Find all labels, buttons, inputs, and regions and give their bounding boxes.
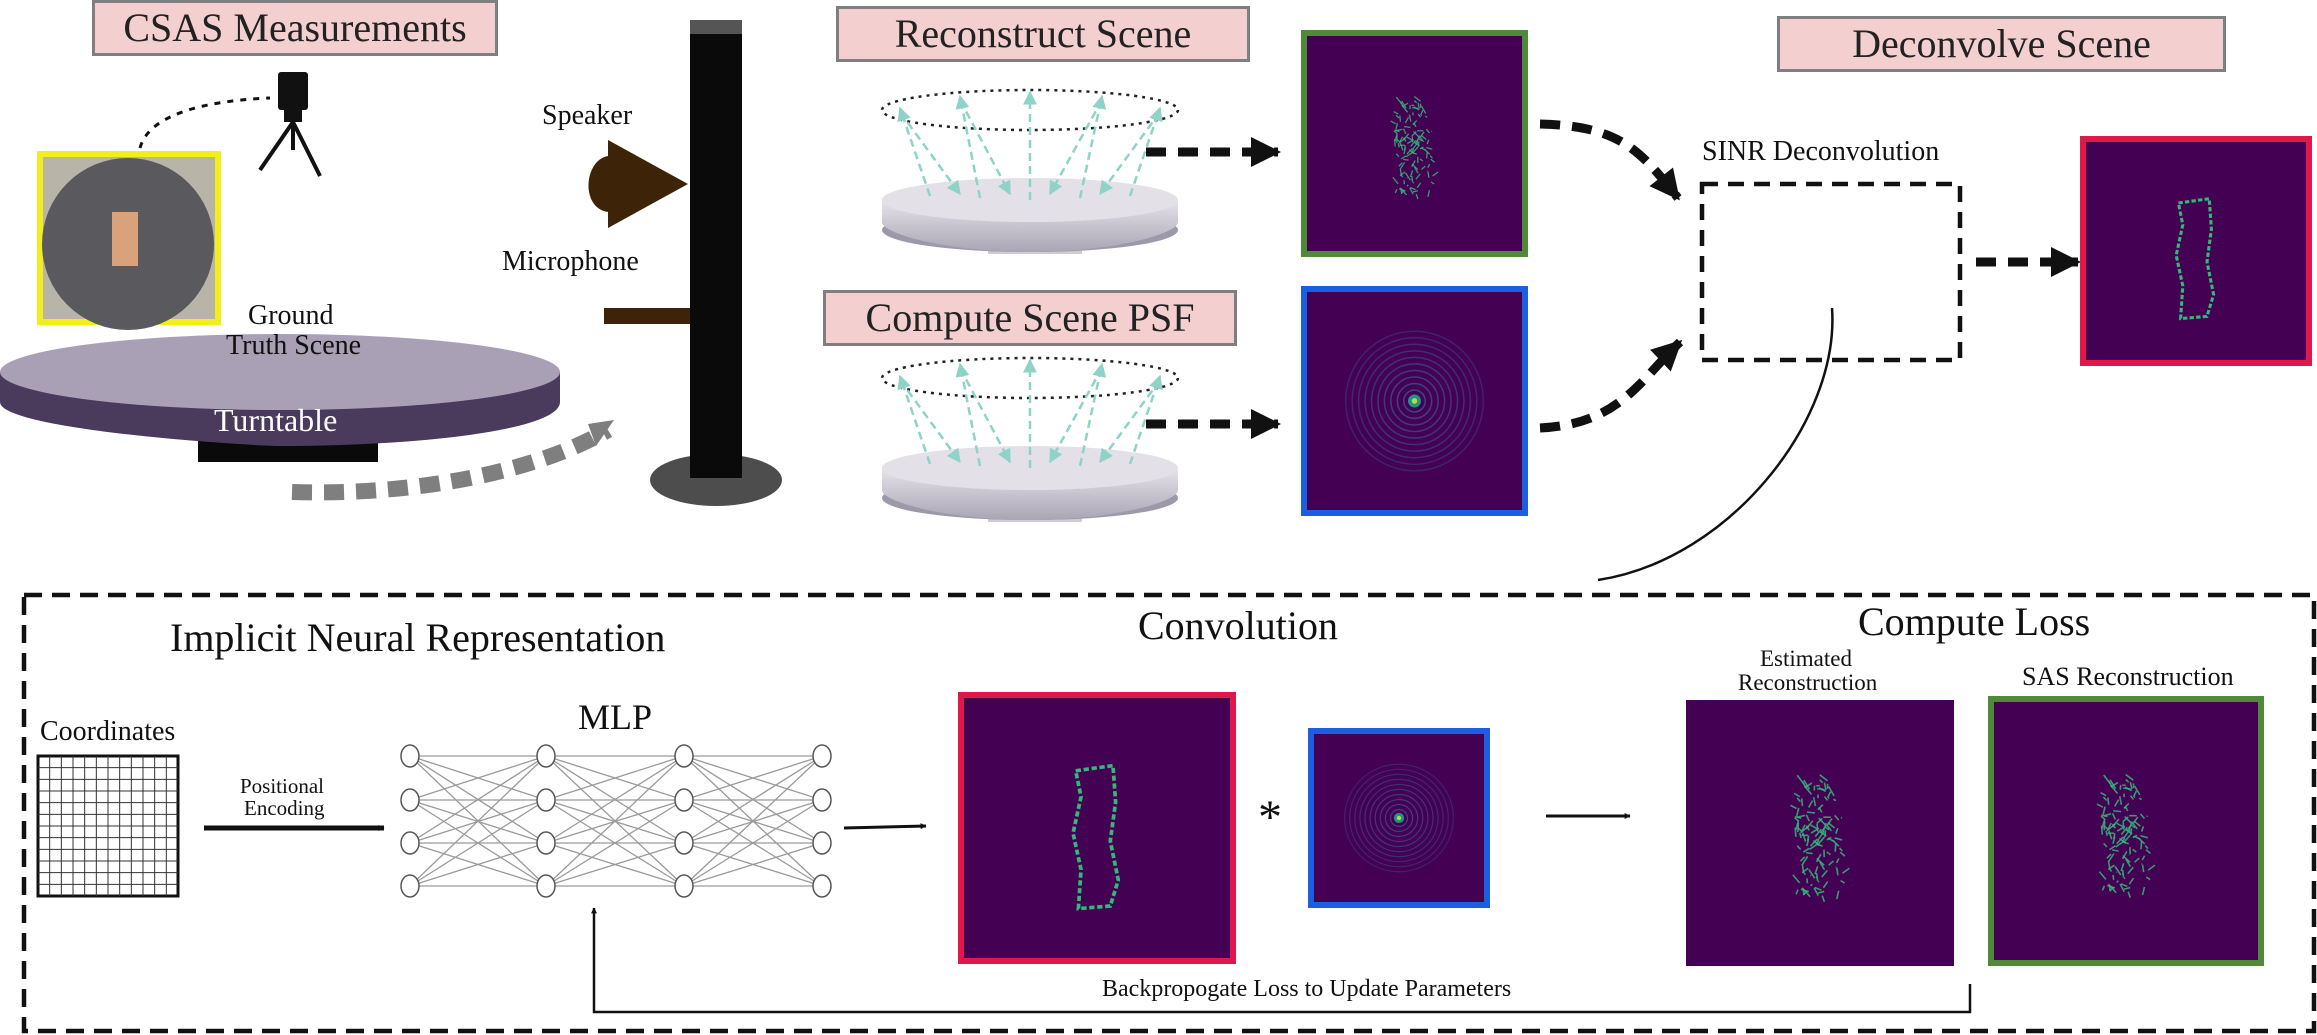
- coordinate-grid-icon: [36, 754, 180, 898]
- ground-truth-label-line1: Ground: [248, 300, 334, 331]
- sinr-deconvolution-label: SINR Deconvolution: [1702, 136, 1940, 167]
- reconstruct-scene-title: Reconstruct Scene: [836, 6, 1250, 62]
- inr-output-panel: [958, 692, 1236, 964]
- sas-reconstruction-panel: [1988, 696, 2264, 966]
- psf-panel-top: [1301, 286, 1528, 516]
- coordinates-label: Coordinates: [40, 716, 176, 747]
- training-loop-box: [21, 592, 2317, 1034]
- estimated-reconstruction-line1: Estimated: [1760, 646, 1852, 671]
- backprop-label: Backpropogate Loss to Update Parameters: [1102, 976, 1512, 1002]
- convolution-title: Convolution: [1138, 603, 1339, 648]
- estimated-reconstruction-panel: [1686, 700, 1954, 966]
- deconvolved-panel: [2080, 136, 2312, 366]
- compute-scene-psf-title: Compute Scene PSF: [823, 290, 1237, 346]
- sas-reconstruction-label: SAS Reconstruction: [2022, 662, 2234, 691]
- ground-truth-label-line2: Truth Scene: [226, 330, 362, 361]
- mlp-label: MLP: [578, 697, 653, 737]
- turntable: [0, 334, 560, 462]
- sonar-tower: [588, 20, 782, 506]
- psf-panel-bottom: [1308, 728, 1490, 908]
- inr-title: Implicit Neural Representation: [170, 615, 666, 660]
- reconstruction-panel-top: [1301, 30, 1528, 257]
- speaker-icon: [588, 140, 688, 228]
- ground-truth-photo: [37, 151, 221, 330]
- csas-measurements-title: CSAS Measurements: [92, 0, 498, 56]
- convolution-operator: *: [1258, 791, 1282, 844]
- microphone-icon: [604, 308, 690, 324]
- turntable-label: Turntable: [214, 402, 338, 438]
- reconstruct-scene-icon: [880, 88, 1180, 254]
- compute-psf-icon: [880, 356, 1180, 522]
- microphone-label: Microphone: [502, 246, 639, 277]
- positional-encoding-line2: Encoding: [244, 796, 325, 820]
- estimated-reconstruction-line2: Reconstruction: [1738, 670, 1878, 695]
- compute-loss-title: Compute Loss: [1858, 599, 2091, 644]
- deconvolve-scene-title: Deconvolve Scene: [1777, 16, 2226, 72]
- speaker-label: Speaker: [542, 100, 633, 131]
- camera-icon: [258, 72, 322, 177]
- sinr-deconvolution-box: [1699, 181, 1963, 363]
- mlp-network-icon: [400, 744, 832, 898]
- positional-encoding-line1: Positional: [240, 774, 325, 798]
